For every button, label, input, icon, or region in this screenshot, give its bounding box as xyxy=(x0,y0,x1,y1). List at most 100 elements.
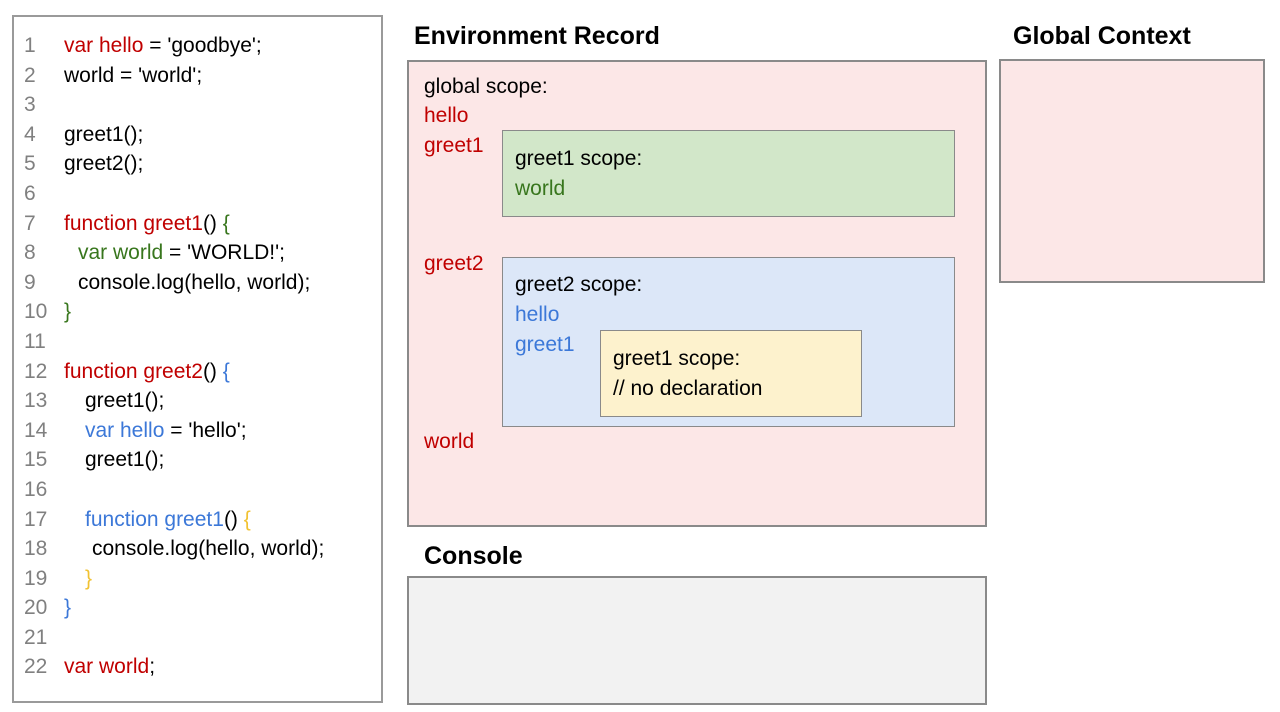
code-text: function greet1() { xyxy=(64,505,251,535)
code-line: 8 var world = 'WORLD!'; xyxy=(24,238,377,268)
code-text: } xyxy=(64,593,71,623)
code-line: 14 var hello = 'hello'; xyxy=(24,416,377,446)
greet2-scope-var-greet1: greet1 xyxy=(515,333,575,356)
code-token: greet1(); xyxy=(85,448,165,472)
code-text: greet2(); xyxy=(64,149,143,179)
line-number: 8 xyxy=(24,241,36,265)
code-text: } xyxy=(64,297,71,327)
code-token: var world xyxy=(78,241,164,265)
code-text: greet1(); xyxy=(64,120,143,150)
code-token: function greet1 xyxy=(85,507,224,531)
line-number: 21 xyxy=(24,625,48,649)
code-token: = 'WORLD!'; xyxy=(163,241,285,265)
line-number: 12 xyxy=(24,359,48,383)
code-token: } xyxy=(64,300,72,324)
code-text: greet1(); xyxy=(64,445,164,475)
line-number: 9 xyxy=(24,270,36,294)
code-token: { xyxy=(222,211,230,235)
line-number: 15 xyxy=(24,448,48,472)
code-token: function greet2 xyxy=(64,359,203,383)
code-token: var hello xyxy=(85,418,165,442)
environment-record-box: global scope: hello greet1 greet2 world … xyxy=(407,60,987,527)
line-number: 10 xyxy=(24,300,48,324)
greet2-scope-box: greet2 scope: hello greet1 greet1 scope:… xyxy=(502,257,955,427)
code-line: 3 xyxy=(24,90,377,120)
line-number: 3 xyxy=(24,93,36,117)
code-token: greet2(); xyxy=(64,152,144,176)
code-token: var hello xyxy=(64,34,144,57)
code-line: 13 greet1(); xyxy=(24,386,377,416)
code-token: () xyxy=(202,359,223,383)
code-token: var world xyxy=(64,655,150,679)
code-line: 6 xyxy=(24,179,377,209)
line-number: 5 xyxy=(24,152,36,176)
code-line: 9 console.log(hello, world); xyxy=(24,268,377,298)
global-scope-label: global scope: xyxy=(424,75,548,98)
code-token: function greet1 xyxy=(64,211,203,235)
global-var-greet1: greet1 xyxy=(424,134,484,157)
greet1-scope-var-world: world xyxy=(515,177,566,200)
code-token: ; xyxy=(149,655,156,679)
code-text: greet1(); xyxy=(64,386,164,416)
code-text: console.log(hello, world); xyxy=(64,268,310,298)
code-line: 21 xyxy=(24,623,377,653)
global-context-title: Global Context xyxy=(1013,22,1191,50)
greet1-scope-label: greet1 scope: xyxy=(515,147,643,170)
code-text: function greet1() { xyxy=(64,209,230,239)
code-text: function greet2() { xyxy=(64,357,230,387)
code-text: var hello = 'hello'; xyxy=(64,416,247,446)
code-text: var world; xyxy=(64,652,155,682)
line-number: 19 xyxy=(24,566,48,590)
line-number: 1 xyxy=(24,34,36,57)
greet2-scope-label: greet2 scope: xyxy=(515,273,643,296)
code-token: = 'hello'; xyxy=(164,418,247,442)
environment-record-title: Environment Record xyxy=(414,22,660,50)
code-token: console.log(hello, world); xyxy=(92,537,325,561)
line-number: 6 xyxy=(24,181,36,205)
code-token: () xyxy=(223,507,244,531)
code-line: 11 xyxy=(24,327,377,357)
line-number: 13 xyxy=(24,389,48,413)
line-number: 11 xyxy=(24,329,46,353)
global-var-hello: hello xyxy=(424,104,469,127)
code-line: 19} xyxy=(24,564,377,594)
code-line: 15 greet1(); xyxy=(24,445,377,475)
code-line: 17 function greet1() { xyxy=(24,505,377,535)
code-line: 1 var hello = 'goodbye'; xyxy=(24,31,377,61)
code-line: 16 xyxy=(24,475,377,505)
code-token: () xyxy=(202,211,223,235)
code-line: 20} xyxy=(24,593,377,623)
code-token: greet1(); xyxy=(64,122,144,146)
code-text: var hello = 'goodbye'; xyxy=(64,31,262,61)
line-number: 4 xyxy=(24,122,36,146)
code-token: } xyxy=(85,566,93,590)
line-number: 2 xyxy=(24,63,36,87)
console-box xyxy=(407,576,987,705)
global-context-box xyxy=(999,59,1265,283)
code-token: } xyxy=(64,596,72,620)
code-token: greet1(); xyxy=(85,389,165,413)
line-number: 17 xyxy=(24,507,48,531)
code-token: { xyxy=(243,507,251,531)
line-number: 16 xyxy=(24,477,48,501)
code-text: } xyxy=(64,564,92,594)
line-number: 20 xyxy=(24,596,48,620)
code-line: 12 function greet2() { xyxy=(24,357,377,387)
greet1-scope-box: greet1 scope: world xyxy=(502,130,955,217)
line-number: 14 xyxy=(24,418,48,442)
code-token: = 'goodbye'; xyxy=(143,34,262,57)
console-title: Console xyxy=(424,542,523,570)
greet2-scope-var-hello: hello xyxy=(515,303,560,326)
global-var-world: world xyxy=(424,430,475,453)
inner-greet1-scope-label: greet1 scope: xyxy=(613,347,741,370)
no-declaration-comment: // no declaration xyxy=(613,377,763,400)
code-token: console.log(hello, world); xyxy=(78,270,311,294)
code-line: 10} xyxy=(24,297,377,327)
code-line: 5 greet2(); xyxy=(24,149,377,179)
